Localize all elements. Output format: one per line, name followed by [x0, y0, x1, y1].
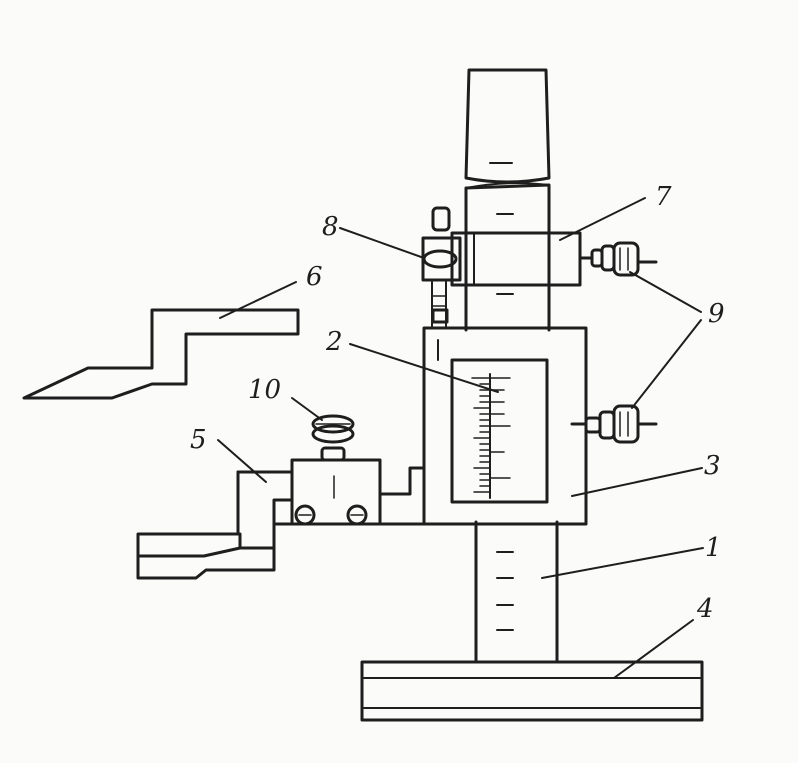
label-3: 3	[704, 451, 721, 481]
label-7: 7	[655, 182, 672, 212]
label-5: 5	[190, 425, 207, 455]
vernier-ticks	[471, 377, 511, 493]
label-4: 4	[696, 594, 714, 624]
column	[464, 182, 559, 664]
label-6: 6	[306, 262, 323, 292]
label-8: 8	[322, 212, 339, 242]
label-10: 10	[248, 375, 281, 405]
column-graduations	[496, 213, 514, 631]
holder-screw	[311, 414, 355, 462]
fine-adjust-screw	[421, 206, 462, 329]
label-9: 9	[708, 299, 725, 329]
upper-column-piece	[464, 68, 551, 184]
holder	[136, 470, 294, 580]
upper-clamp-screw	[590, 241, 658, 277]
holder-block	[290, 458, 382, 526]
frame-connector	[274, 466, 426, 526]
upper-clamp	[450, 231, 594, 287]
base	[360, 660, 704, 722]
label-2: 2	[325, 327, 343, 357]
lower-clamp-screw	[584, 404, 658, 444]
leader-lines	[217, 197, 704, 679]
scriber	[22, 308, 300, 400]
label-1: 1	[705, 533, 722, 563]
